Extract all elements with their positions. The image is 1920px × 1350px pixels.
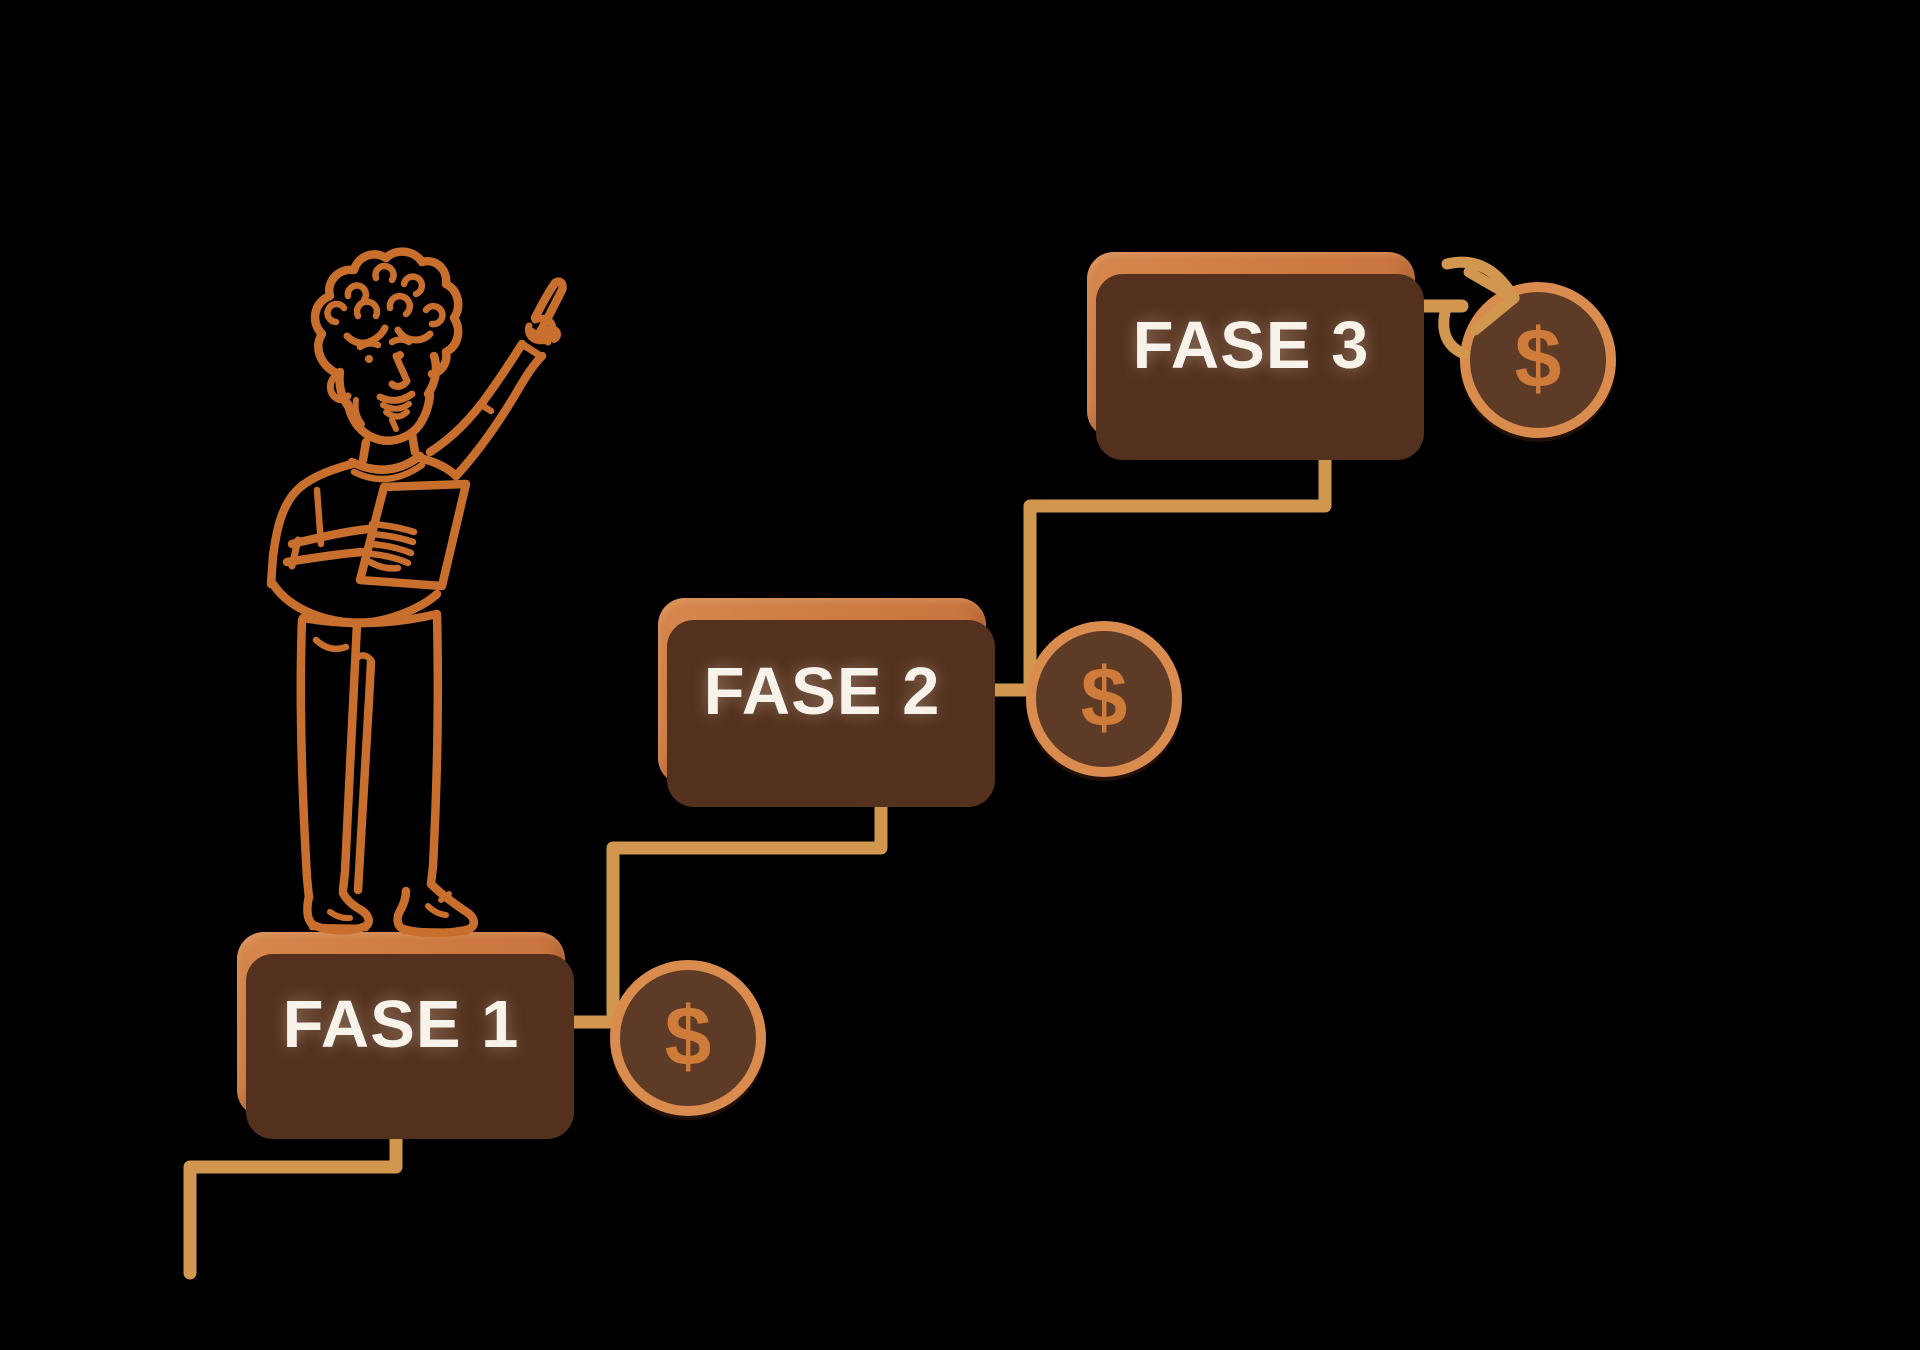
person-face (326, 336, 441, 445)
dollar-coin-2-icon: $ (1026, 621, 1182, 777)
fase-3-label: FASE 3 (1132, 307, 1370, 383)
fase-3-box: FASE 3 (1087, 252, 1415, 438)
fase-2-box: FASE 2 (658, 598, 986, 785)
dollar-sign-2: $ (1080, 650, 1128, 744)
person-shoes (303, 879, 478, 938)
connector-step-bottom (183, 1125, 403, 1280)
person-legs (296, 609, 443, 903)
person-tablet-hand (282, 486, 418, 572)
fase-2-label: FASE 2 (703, 654, 941, 729)
person-hair (310, 247, 463, 379)
person-pointing-hand (524, 277, 567, 345)
dollar-coin-3-icon: $ (1460, 282, 1616, 438)
person-torso (266, 327, 552, 627)
dollar-sign-1: $ (664, 989, 712, 1083)
tablet-icon (355, 479, 471, 591)
dollar-sign-3: $ (1514, 311, 1562, 405)
dollar-coin-1-icon: $ (610, 960, 766, 1116)
presenter-illustration (266, 247, 567, 938)
fase-1-label: FASE 1 (282, 987, 520, 1062)
fase-1-box: FASE 1 (237, 932, 565, 1117)
person-neck (347, 429, 426, 483)
